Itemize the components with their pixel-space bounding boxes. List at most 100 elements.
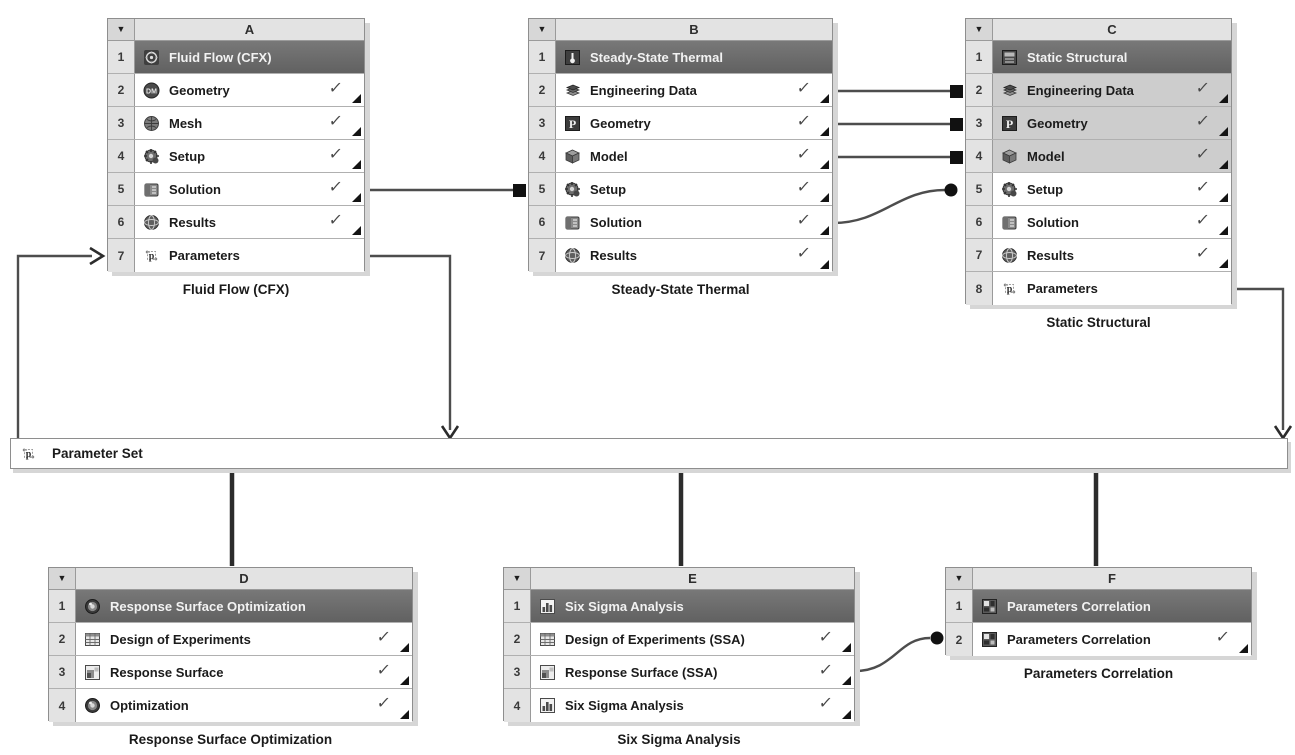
circle-terminator [930,631,944,645]
corner-triangle-icon[interactable] [1219,127,1228,136]
six-sigma-icon [538,696,557,715]
corner-triangle-icon[interactable] [1239,644,1248,653]
system-header-d[interactable]: D [76,568,412,589]
system-menu-f[interactable]: ▼ [946,568,973,589]
parameter-set-bar[interactable]: p Parameter Set [10,438,1288,469]
check-icon: ✓ [795,245,812,262]
check-icon: ✓ [795,146,812,163]
row-number-cell: 5 [966,173,993,205]
system-header-f[interactable]: F [973,568,1251,589]
check-icon: ✓ [1194,146,1211,163]
system-header-c[interactable]: C [993,19,1231,40]
cell-label: Design of Experiments [110,631,251,647]
check-icon: ✓ [327,113,344,130]
row-number-cell: 3 [529,107,556,139]
row-number-cell: 6 [108,206,135,238]
setup-icon [142,147,161,166]
corner-triangle-icon[interactable] [842,676,851,685]
system-header-b[interactable]: B [556,19,832,40]
corner-triangle-icon[interactable] [820,160,829,169]
system-menu-e[interactable]: ▼ [504,568,531,589]
system-header-a[interactable]: A [135,19,364,40]
connection-b-solution-to-c-setup [832,188,946,225]
corner-triangle-icon[interactable] [842,710,851,719]
model-icon [1000,147,1019,166]
results-icon [563,246,582,265]
corner-triangle-icon[interactable] [842,643,851,652]
corner-triangle-icon[interactable] [820,260,829,269]
cell-label: Results [590,248,637,263]
check-icon: ✓ [327,212,344,229]
square-terminator [513,184,526,197]
circle-terminator [944,183,958,197]
corner-triangle-icon[interactable] [820,94,829,103]
svg-text:DM: DM [146,88,157,95]
corner-triangle-icon[interactable] [352,226,361,235]
corner-triangle-icon[interactable] [820,226,829,235]
check-icon: ✓ [375,629,392,646]
corner-triangle-icon[interactable] [400,710,409,719]
system-menu-d[interactable]: ▼ [49,568,76,589]
check-icon: ✓ [1194,245,1211,262]
system-caption-f: Parameters Correlation [1023,666,1174,681]
cell-label: Response Surface Optimization [110,598,306,614]
corner-triangle-icon[interactable] [400,676,409,685]
corner-triangle-icon[interactable] [1219,94,1228,103]
system-header-e[interactable]: E [531,568,854,589]
corner-triangle-icon[interactable] [352,160,361,169]
solution-icon [1000,213,1019,232]
system-menu-a[interactable]: ▼ [108,19,135,40]
corner-triangle-icon[interactable] [1219,193,1228,202]
system-menu-c[interactable]: ▼ [966,19,993,40]
corner-triangle-icon[interactable] [820,127,829,136]
cell-label: Engineering Data [1027,82,1134,98]
corner-triangle-icon[interactable] [352,193,361,202]
check-icon: ✓ [327,146,344,163]
check-icon: ✓ [1194,179,1211,196]
corner-triangle-icon[interactable] [352,94,361,103]
parameters-icon: p [142,246,161,265]
corner-triangle-icon[interactable] [1219,160,1228,169]
system-letter: B [689,22,699,37]
corner-triangle-icon[interactable] [820,193,829,202]
system-menu-b[interactable]: ▼ [529,19,556,40]
corner-triangle-icon[interactable] [352,127,361,136]
corner-triangle-icon[interactable] [1219,226,1228,235]
corner-triangle-icon[interactable] [1219,259,1228,268]
corner-triangle-icon[interactable] [400,643,409,652]
